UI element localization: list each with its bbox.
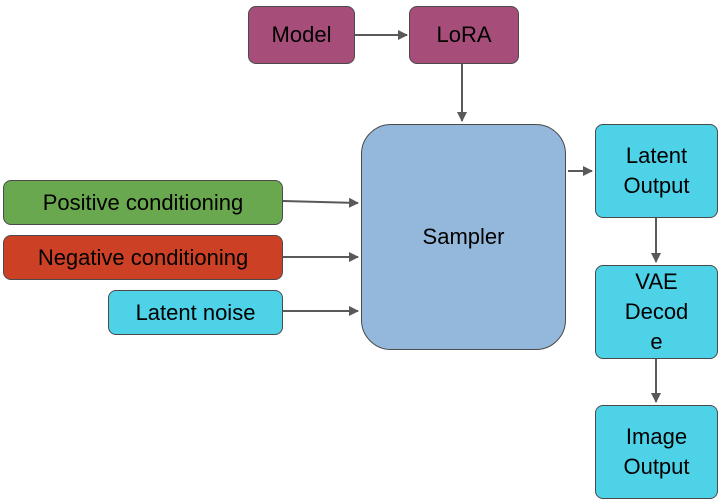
negative-conditioning-node: Negative conditioning: [3, 235, 283, 280]
vae-decode-label-line-3: e: [650, 329, 663, 354]
model-label: Model: [271, 22, 332, 47]
image-output-label-line-2: Output: [623, 454, 690, 479]
vae-decode-label-line-2: Decod: [624, 299, 689, 324]
model-node: Model: [248, 6, 355, 64]
image-output-label-line-1: Image: [625, 424, 688, 449]
vae-decode-node: VAE Decod e: [595, 265, 718, 359]
sampler-label: Sampler: [422, 224, 505, 249]
vae-decode-label-line-1: VAE: [635, 269, 678, 294]
lora-label: LoRA: [436, 22, 492, 47]
latent-output-label-line-2: Output: [623, 173, 690, 198]
negative-conditioning-label: Negative conditioning: [37, 244, 249, 270]
latent-output-label-line-1: Latent: [625, 143, 688, 168]
positive-conditioning-node: Positive conditioning: [3, 180, 283, 225]
edge-positive-to-sampler: [282, 197, 359, 208]
positive-conditioning-label: Positive conditioning: [42, 189, 244, 215]
image-output-node: Image Output: [595, 405, 718, 499]
lora-node: LoRA: [409, 6, 519, 64]
latent-noise-node: Latent noise: [108, 290, 283, 335]
sampler-node: Sampler: [361, 124, 566, 350]
latent-output-node: Latent Output: [595, 124, 718, 218]
latent-noise-label: Latent noise: [135, 299, 256, 325]
